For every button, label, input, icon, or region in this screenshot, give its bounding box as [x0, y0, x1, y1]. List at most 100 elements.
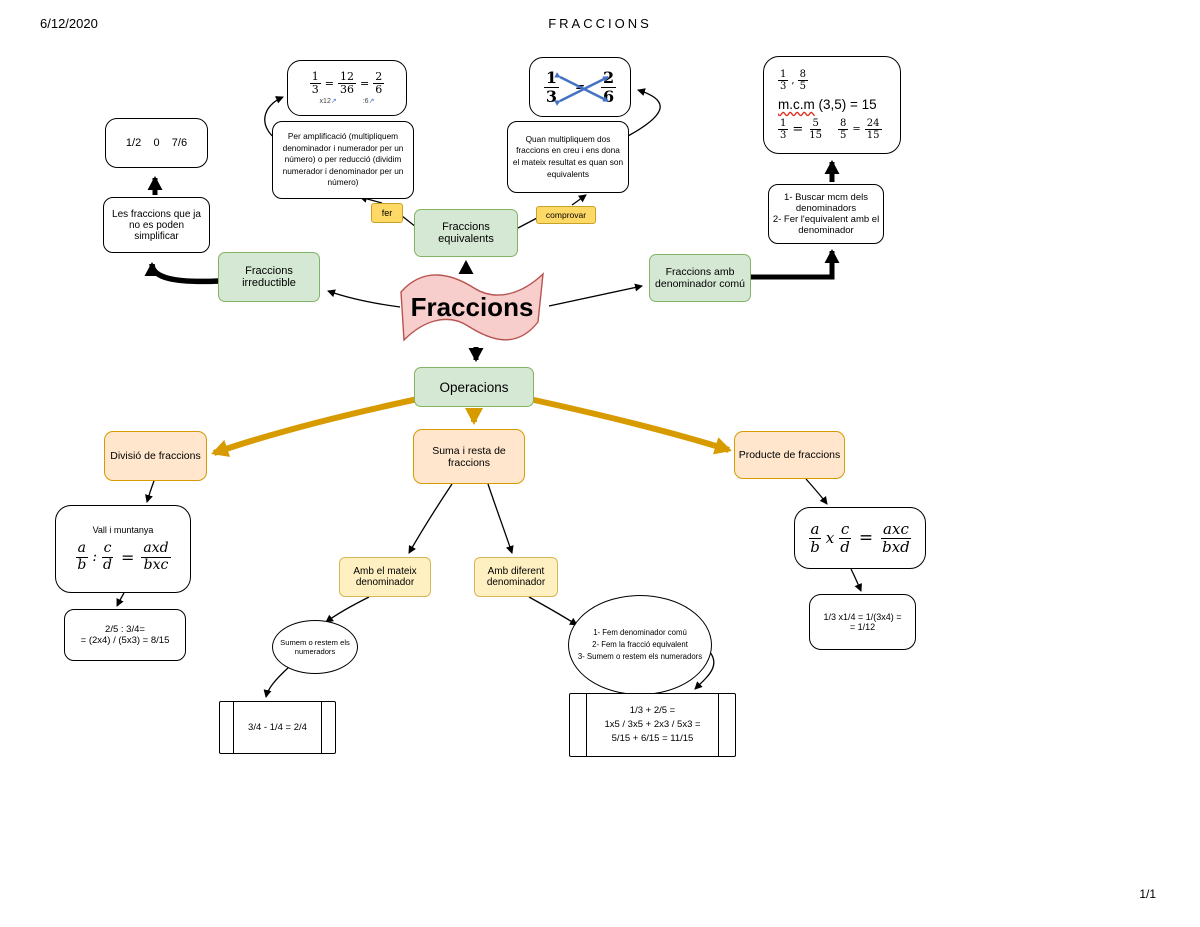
box-suma-exemple: 1/3 + 2/5 = 1x5 / 3x5 + 2x3 / 5x3 = 5/15…: [569, 693, 736, 757]
exemple-line-2: = (2x4) / (5x3) = 8/15: [80, 635, 170, 646]
connector-suma-to-mateix: [408, 483, 453, 554]
equals-sign: =: [858, 528, 874, 548]
exemple-line-1: 1/3 x1/4 = 1/(3x4) =: [823, 612, 902, 622]
step-2: 2- Fer l'equivalent amb el denominador: [772, 214, 880, 236]
node-suma-resta: Suma i resta de fraccions: [413, 429, 525, 484]
box-amplificacio-def: Per amplificació (multipliquem denominad…: [272, 121, 414, 199]
numerator: a: [808, 520, 822, 539]
exemple-text: 3/4 - 1/4 = 2/4: [248, 722, 307, 733]
exemple-line-1: 2/5 : 3/4=: [105, 624, 145, 635]
node-label: Amb diferent denominador: [486, 566, 546, 588]
annotation-redueix: :6↗: [362, 98, 375, 106]
ellipse-sumem-restem: Sumem o restem els numeradors: [272, 620, 358, 674]
ellipse-passos-suma: 1- Fem denominador comú 2- Fem la fracci…: [568, 595, 712, 695]
node-label: Divisió de fraccions: [110, 450, 201, 462]
equals-sign: =: [324, 77, 334, 90]
connector-diferent-to-ellipse: [528, 596, 578, 626]
denominator: 6: [375, 83, 383, 96]
connector-producte-to-formula: [805, 478, 828, 505]
denominator: b: [77, 556, 87, 573]
numerator: 24: [864, 118, 882, 130]
exemples-text: 1/2 0 7/6: [125, 137, 188, 149]
connector-operacions-to-divisio: [211, 392, 438, 457]
node-diferent-denominador: Amb diferent denominador: [474, 557, 558, 597]
node-producte: Producte de fraccions: [734, 431, 845, 479]
box-denomcomu-passos: 1- Buscar mcm dels denominadors 2- Fer l…: [768, 184, 884, 244]
tag-comprovar: comprovar: [536, 206, 596, 224]
page-number: 1/1: [1139, 887, 1156, 901]
def-text: Per amplificació (multipliquem denominad…: [282, 130, 404, 188]
denominator: 36: [340, 83, 354, 96]
comma: ,: [791, 75, 795, 86]
numerator: 8: [838, 118, 849, 130]
pas-2: 2- Fem la fracció equivalent: [592, 640, 688, 650]
banner-label: Fraccions: [410, 291, 534, 322]
exemple-line-1: 1/3 + 2/5 =: [629, 704, 676, 716]
node-denominador-comu: Fraccions amb denominador comú: [649, 254, 751, 302]
box-creu-formula: 13 = 26: [529, 57, 631, 117]
equals-sign: =: [792, 122, 804, 137]
denominator: bxc: [143, 556, 169, 573]
numerator: 1: [778, 69, 789, 81]
tag-label: fer: [381, 208, 393, 218]
node-label: Fraccions amb denominador comú: [655, 266, 745, 290]
tag-label: comprovar: [545, 210, 587, 220]
node-label: Amb el mateix denominador: [353, 566, 417, 588]
ne-arrow-icon: ↗: [330, 98, 337, 106]
pas-1: 1- Fem denominador comú: [593, 628, 687, 638]
mcm-value: (3,5) = 15: [818, 97, 877, 112]
node-label: Fraccions equivalents: [438, 221, 494, 245]
divider: [718, 694, 719, 756]
denominator: d: [103, 556, 113, 573]
ne-arrow-icon: ↗: [368, 98, 375, 106]
denominator: 3: [311, 83, 319, 96]
tag-fer: fer: [371, 203, 403, 223]
denominator: b: [810, 537, 820, 556]
numerator: axc: [881, 520, 911, 539]
node-fraccions-equivalents: Fraccions equivalents: [414, 209, 518, 257]
ellipse-text: Sumem o restem els numeradors: [280, 638, 350, 656]
page-title: FRACCIONS: [548, 16, 652, 31]
numerator: c: [838, 520, 852, 539]
exemple-line-2: = 1/12: [849, 622, 876, 632]
box-irreductible-exemples: 1/2 0 7/6: [105, 118, 208, 168]
connector-mateix-to-ellipse: [325, 596, 370, 623]
node-operacions: Operacions: [414, 367, 534, 407]
step-1: 1- Buscar mcm dels denominadors: [784, 192, 868, 214]
numerator: 1: [778, 118, 789, 130]
numerator: c: [101, 540, 114, 558]
box-irreductible-def: Les fraccions que ja no es poden simplif…: [103, 197, 210, 253]
connector-banner-to-irreductible: [327, 289, 401, 308]
denominator: bxd: [882, 537, 910, 556]
numerator: 8: [797, 69, 808, 81]
equals-sign: =: [852, 124, 861, 135]
def-text: Quan multipliquem dos fraccions en creu …: [512, 133, 624, 179]
numerator: axd: [141, 540, 171, 558]
banner-fraccions: Fraccions: [396, 264, 548, 350]
method-title: Vall i muntanya: [92, 525, 154, 536]
box-resta-exemple: 3/4 - 1/4 = 2/4: [219, 701, 336, 754]
numerator: 1: [309, 69, 321, 84]
connector-denomcomu-to-steps: [751, 249, 840, 280]
node-label: Operacions: [439, 379, 509, 395]
pas-3: 3- Sumem o restem els numeradors: [577, 651, 703, 661]
divider: [321, 702, 322, 753]
node-label: Suma i resta de fraccions: [432, 444, 506, 469]
numerator: 5: [810, 118, 821, 130]
box-divisio-exemple: 2/5 : 3/4= = (2x4) / (5x3) = 8/15: [64, 609, 186, 661]
